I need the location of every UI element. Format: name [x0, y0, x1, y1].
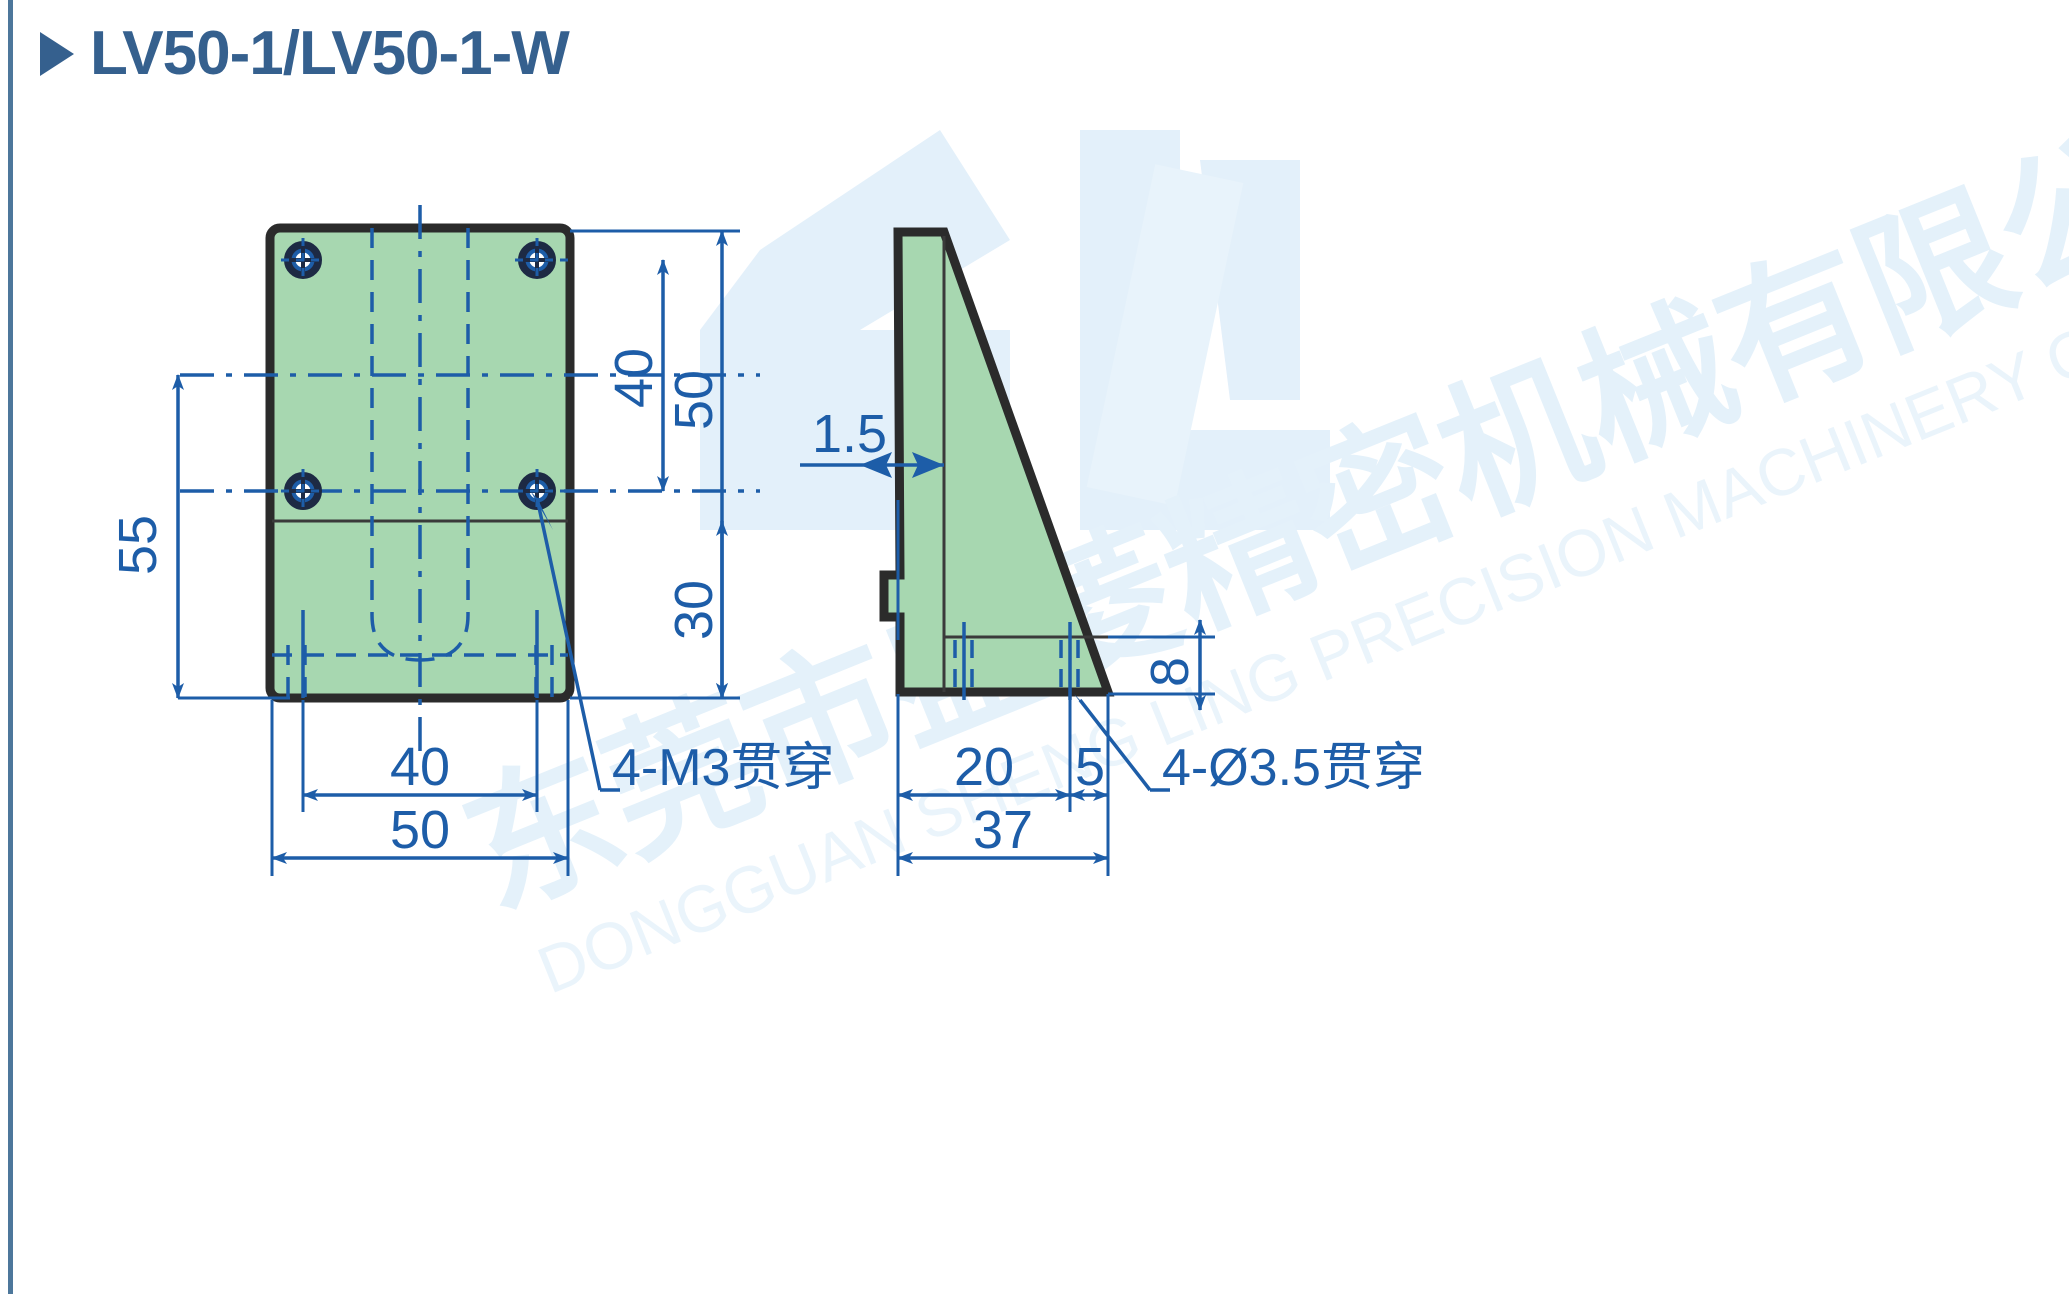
side-view-hidden-lines — [953, 640, 1080, 695]
leader-clearance-note — [1074, 694, 1170, 792]
dim-value-side-thickness: 1.5 — [812, 404, 887, 464]
dim-value-side-base-height: 8 — [1140, 657, 1200, 687]
dim-value-front-holepitch-v: 40 — [604, 348, 664, 408]
leader-thread-note — [531, 492, 620, 792]
dim-side-20: 20 — [897, 737, 1071, 801]
page-left-rule — [8, 0, 13, 1294]
hole-top-left — [281, 238, 325, 282]
front-view-centerlines — [180, 205, 760, 760]
dim-value-front-height-30: 30 — [664, 580, 724, 640]
hole-bottom-left — [281, 469, 325, 513]
page-title: LV50-1/LV50-1-W — [40, 14, 570, 94]
front-view-solid-hidden — [301, 610, 539, 698]
triangle-right-icon — [40, 32, 74, 76]
dim-value-side-20: 20 — [954, 737, 1014, 797]
note-clearance-hole: 4-Ø3.5贯穿 — [1162, 739, 1425, 797]
dim-front-height-30: 30 — [664, 520, 728, 699]
front-view-hole-group — [281, 238, 570, 513]
dim-front-width-40: 40 — [302, 737, 538, 801]
dim-side-5: 5 — [1069, 737, 1109, 801]
dim-front-height-55: 55 — [108, 374, 290, 700]
front-view-extension-lines — [570, 229, 740, 700]
dim-value-front-width-50: 50 — [390, 800, 450, 860]
dim-front-width-50: 50 — [271, 800, 569, 864]
front-view: 50 40 30 55 — [108, 205, 834, 876]
hole-top-right — [515, 238, 570, 282]
dim-value-front-holepitch-h: 40 — [390, 737, 450, 797]
note-thread: 4-M3贯穿 — [612, 739, 834, 797]
dim-value-side-5: 5 — [1075, 737, 1105, 797]
side-view-body — [879, 227, 1115, 697]
dim-value-front-height-55: 55 — [108, 515, 168, 575]
side-view-hole-centerlines — [962, 622, 1072, 700]
dim-front-holepitch-40: 40 — [604, 259, 669, 492]
dim-side-thickness-1p5: 1.5 — [800, 404, 944, 640]
dim-value-front-height: 50 — [664, 370, 724, 430]
watermark: 东莞市盛菱精密机械有限公司 DONGGUAN SHENG LING PRECIS… — [442, 51, 2069, 1008]
dim-side-37: 37 — [897, 800, 1109, 864]
part-number-label: LV50-1/LV50-1-W — [90, 19, 570, 88]
dim-value-side-37: 37 — [973, 800, 1033, 860]
dim-side-base-height-8: 8 — [1108, 619, 1215, 711]
side-view: 1.5 8 20 5 — [800, 227, 1425, 876]
